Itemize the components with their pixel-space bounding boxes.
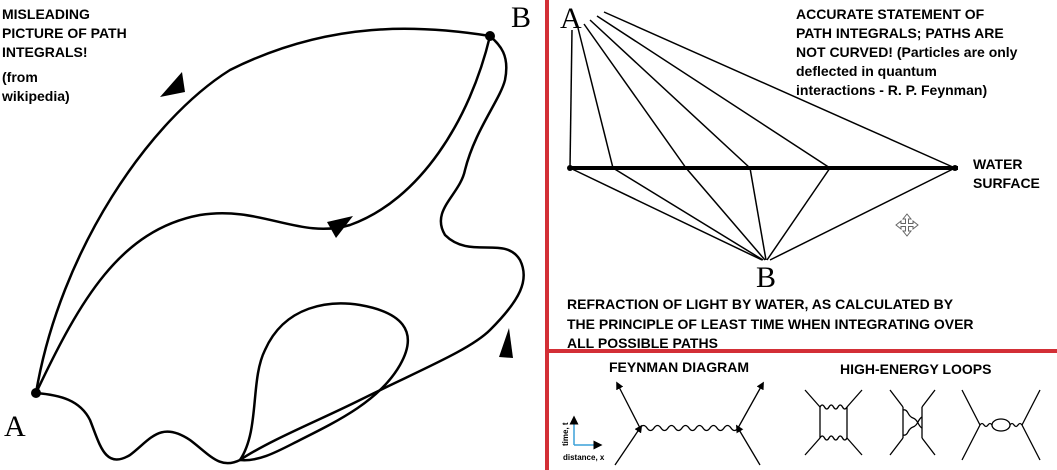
statement-line-4: deflected in quantum — [796, 63, 937, 79]
misleading-title-line-1: MISLEADING — [2, 6, 90, 22]
statement-line-5: interactions - R. P. Feynman) — [796, 82, 987, 98]
water-label-line-2: SURFACE — [973, 175, 1040, 191]
statement-line-1: ACCURATE STATEMENT OF — [796, 6, 985, 22]
loop-diagram-crossed — [889, 389, 936, 456]
arrowhead-wiggly — [499, 328, 513, 358]
caption-line-2: THE PRINCIPLE OF LEAST TIME WHEN INTEGRA… — [567, 316, 974, 332]
point-a-label: A — [4, 410, 26, 443]
endpoint-b-dot — [485, 31, 495, 41]
arrowhead-outer — [160, 72, 185, 97]
arrowhead-middle — [327, 216, 353, 238]
incident-rays — [569, 11, 956, 169]
caption-line-3: ALL POSSIBLE PATHS — [567, 335, 718, 351]
feynman-diagram — [614, 381, 764, 466]
endpoint-a-dot — [31, 388, 41, 398]
loops-title: HIGH-ENERGY LOOPS — [840, 361, 991, 377]
caption-line-1: REFRACTION OF LIGHT BY WATER, AS CALCULA… — [567, 296, 954, 312]
path-wiggly — [35, 35, 525, 465]
loop-diagram-box — [804, 389, 863, 456]
left-panel: MISLEADING PICTURE OF PATH INTEGRALS! (f… — [1, 1, 531, 465]
misleading-title-line-2: PICTURE OF PATH — [2, 25, 127, 41]
path-middle — [34, 35, 492, 394]
misleading-title-line-3: INTEGRALS! — [2, 44, 88, 60]
path-outer-arc — [34, 27, 491, 394]
source-line-1: (from — [2, 69, 38, 85]
right-top-panel: A ACCURATE STATEMENT OF PATH INTEGRALS; … — [560, 2, 1040, 351]
right-bottom-panel: FEYNMAN DIAGRAM HIGH-ENERGY LOOPS time, … — [561, 359, 1041, 466]
axis-distance-label: distance, x — [563, 453, 605, 462]
feynman-title: FEYNMAN DIAGRAM — [609, 359, 749, 375]
move-cursor-icon — [895, 213, 919, 237]
path-inner-loop — [238, 302, 410, 462]
spacetime-axes: time, t distance, x — [561, 415, 605, 462]
axis-time-label: time, t — [561, 422, 570, 446]
refracted-rays — [569, 167, 956, 261]
refraction-point-a-label: A — [560, 2, 582, 35]
point-b-label: B — [511, 1, 531, 34]
source-line-2: wikipedia) — [1, 88, 70, 104]
refraction-point-b-label: B — [756, 261, 776, 294]
statement-line-2: PATH INTEGRALS; PATHS ARE — [796, 25, 1004, 41]
loop-diagram-bubble — [961, 389, 1041, 461]
statement-line-3: NOT CURVED! (Particles are only — [796, 44, 1018, 60]
water-label-line-1: WATER — [973, 156, 1023, 172]
